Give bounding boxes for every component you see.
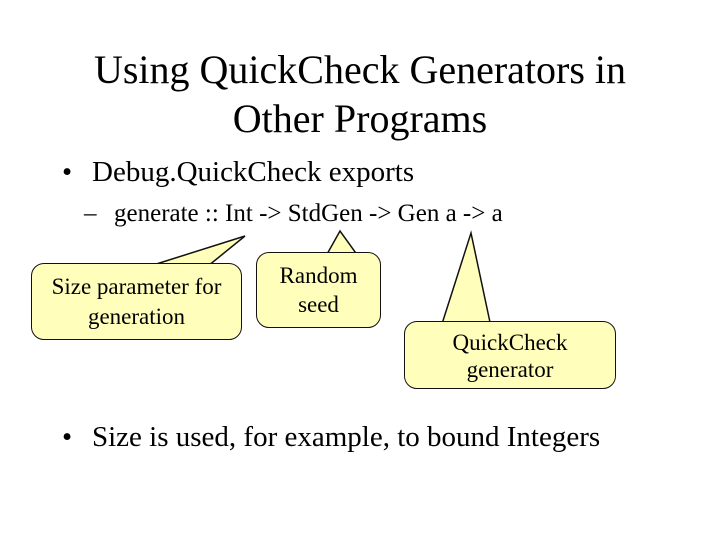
generator-callout-tail — [441, 233, 491, 327]
title-line-2: Other Programs — [232, 96, 488, 141]
callout-size-line-1: Size parameter for — [51, 274, 222, 299]
callout-seed-line-1: Random — [279, 263, 358, 288]
generator-callout-tail-edge — [440, 230, 492, 328]
size-callout-tail-edge — [149, 235, 246, 267]
callout-quickcheck-generator: QuickCheck generator — [404, 321, 616, 389]
callout-random-seed: Random seed — [256, 252, 381, 328]
callout-size-line-2: generation — [87, 304, 186, 329]
callout-gen-line-2: generator — [466, 357, 554, 382]
sub-bullet-generate-signature: –generate :: Int -> StdGen -> Gen a -> a — [84, 200, 503, 228]
bullet-marker: • — [62, 156, 73, 188]
title-line-1: Using QuickCheck Generators in — [93, 47, 627, 92]
dash-marker: – — [84, 200, 97, 227]
bullet-marker: • — [62, 421, 73, 453]
size-callout-tail — [150, 236, 245, 266]
bullet-text: Debug.QuickCheck exports — [92, 156, 415, 188]
bullet-text: Size is used, for example, to bound Inte… — [92, 421, 601, 453]
callout-size-parameter: Size parameter for generation — [31, 263, 242, 340]
code-text: generate :: Int -> StdGen -> Gen a -> a — [114, 200, 503, 227]
callout-gen-line-1: QuickCheck — [452, 330, 568, 355]
bullet-size-bound-integers: • Size is used, for example, to bound Int… — [62, 421, 600, 454]
callout-seed-line-2: seed — [298, 292, 339, 317]
slide-title: Using QuickCheck Generators in Other Pro… — [0, 45, 720, 143]
bullet-debug-quickcheck: • Debug.QuickCheck exports — [62, 156, 414, 189]
